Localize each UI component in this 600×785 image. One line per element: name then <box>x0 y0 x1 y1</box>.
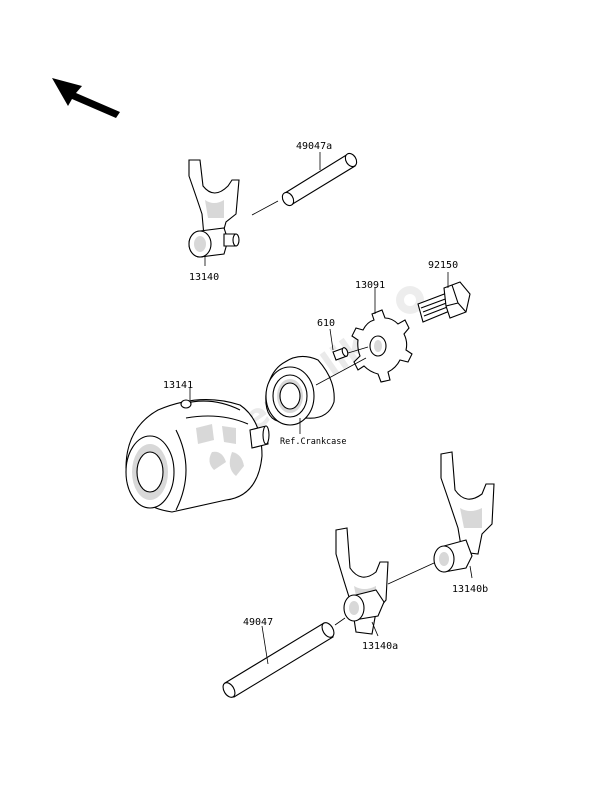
bearing[interactable] <box>265 355 335 426</box>
shift-drum[interactable] <box>125 399 270 513</box>
bolt[interactable] <box>417 281 471 323</box>
label-fork-upper: 13140 <box>189 272 219 283</box>
label-pin: 610 <box>317 318 335 329</box>
label-fork-lower: 13140a <box>362 641 398 652</box>
star-plate[interactable] <box>351 309 413 383</box>
pin[interactable] <box>332 347 349 361</box>
label-shaft-upper: 49047a <box>296 141 332 152</box>
fork-right[interactable] <box>433 451 495 573</box>
label-fork-right: 13140b <box>452 584 488 595</box>
shaft-upper[interactable] <box>280 151 359 207</box>
label-bearing-ref: Ref.Crankcase <box>280 437 347 447</box>
fork-lower[interactable] <box>335 527 389 635</box>
label-shaft-lower: 49047 <box>243 617 273 628</box>
front-direction-arrow-icon <box>52 78 120 118</box>
fork-upper[interactable] <box>188 159 240 258</box>
shaft-lower[interactable] <box>221 621 337 700</box>
label-star-plate: 13091 <box>355 280 385 291</box>
label-drum: 13141 <box>163 380 193 391</box>
label-bolt: 92150 <box>428 260 458 271</box>
